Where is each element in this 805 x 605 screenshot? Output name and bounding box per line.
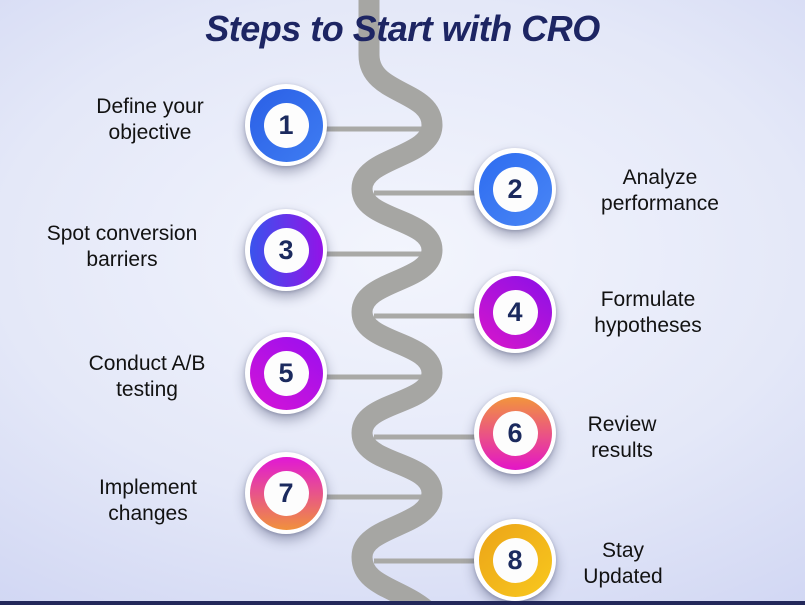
step-4-badge: 4 <box>474 271 556 353</box>
step-6-ring: 6 <box>478 396 552 470</box>
page-title: Steps to Start with CRO <box>205 8 600 49</box>
step-8-number: 8 <box>492 537 538 583</box>
step-5-label: Conduct A/B testing <box>88 352 206 402</box>
step-8-ring: 8 <box>478 523 552 597</box>
step-2-ring: 2 <box>478 152 552 226</box>
step-4-number: 4 <box>492 289 538 335</box>
step-7-label: Implement changes <box>98 476 198 526</box>
step-3-label: Spot conversion barriers <box>46 222 198 272</box>
step-6-label: Review results <box>587 413 657 463</box>
step-3-number: 3 <box>263 227 309 273</box>
step-1-label: Define your objective <box>96 95 204 145</box>
step-1-number: 1 <box>263 102 309 148</box>
step-8-label: Stay Updated <box>583 539 663 589</box>
step-7-number: 7 <box>263 470 309 516</box>
step-6-number: 6 <box>492 410 538 456</box>
wave-path <box>351 0 443 605</box>
step-8-badge: 8 <box>474 519 556 601</box>
step-5-badge: 5 <box>245 332 327 414</box>
step-4-ring: 4 <box>478 275 552 349</box>
step-7-ring: 7 <box>249 456 323 530</box>
step-1-ring: 1 <box>249 88 323 162</box>
step-3-ring: 3 <box>249 213 323 287</box>
step-2-label: Analyze performance <box>601 166 719 216</box>
step-2-badge: 2 <box>474 148 556 230</box>
step-1-badge: 1 <box>245 84 327 166</box>
step-2-number: 2 <box>492 166 538 212</box>
step-4-label: Formulate hypotheses <box>594 288 702 338</box>
step-5-ring: 5 <box>249 336 323 410</box>
bottom-accent-strip <box>0 601 805 605</box>
step-6-badge: 6 <box>474 392 556 474</box>
step-5-number: 5 <box>263 350 309 396</box>
step-3-badge: 3 <box>245 209 327 291</box>
step-7-badge: 7 <box>245 452 327 534</box>
